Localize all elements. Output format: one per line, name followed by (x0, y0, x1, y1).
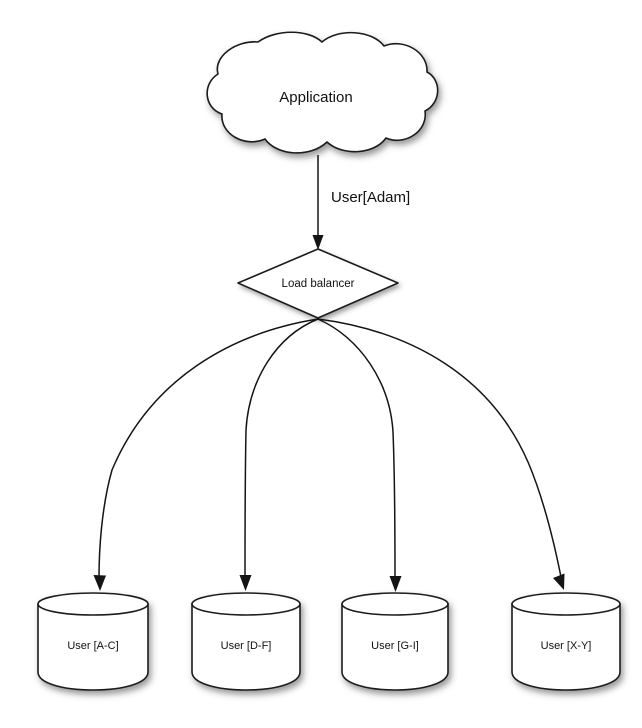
edge-balancer-to-db-df[interactable] (239, 318, 319, 591)
database-label-user-ac: User [A-C] (67, 640, 118, 652)
edge-balancer-to-db-gi[interactable] (317, 318, 402, 592)
edge-application-to-balancer[interactable] (312, 155, 324, 250)
database-label-user-df: User [D-F] (221, 640, 272, 652)
node-database-user-df[interactable]: User [D-F] (191, 592, 301, 691)
edge-label-user-adam: User[Adam] (331, 189, 410, 206)
node-application-cloud[interactable]: Application (206, 31, 439, 154)
node-load-balancer-diamond[interactable]: Load balancer (237, 248, 399, 319)
database-label-user-xy: User [X-Y] (541, 640, 592, 652)
node-database-user-ac[interactable]: User [A-C] (37, 592, 149, 691)
database-label-user-gi: User [G-I] (371, 640, 419, 652)
load-balancer-label: Load balancer (282, 278, 355, 290)
application-label: Application (279, 89, 352, 106)
edge-balancer-to-db-xy[interactable] (317, 318, 565, 590)
node-database-user-xy[interactable]: User [X-Y] (511, 592, 621, 691)
node-database-user-gi[interactable]: User [G-I] (341, 592, 449, 691)
edge-balancer-to-db-ac[interactable] (93, 318, 319, 591)
